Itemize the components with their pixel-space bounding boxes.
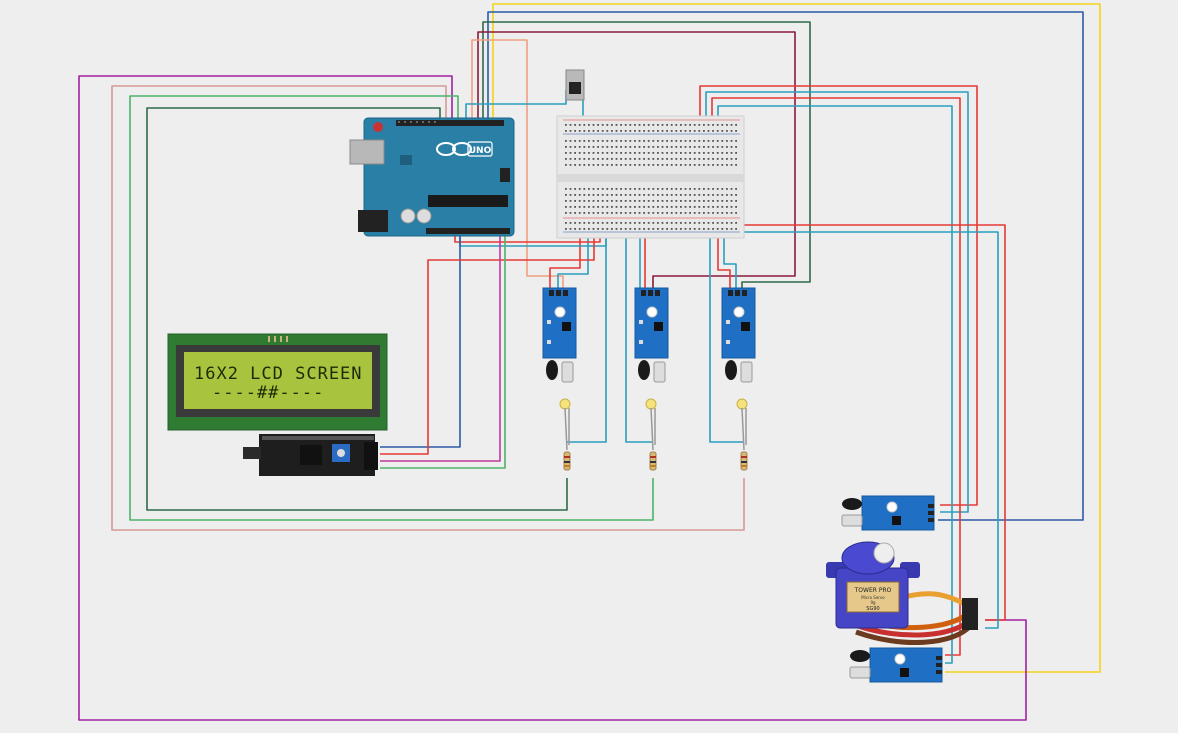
wire-red-s3[interactable] — [717, 225, 731, 292]
wire-teal-led1[interactable] — [567, 225, 607, 443]
reset-button[interactable] — [373, 122, 383, 132]
wire-red-bb-top[interactable] — [699, 85, 978, 506]
push-button[interactable] — [565, 69, 585, 101]
servo-brand: TOWER PRO — [854, 587, 892, 594]
wires — [78, 3, 1101, 721]
arduino-brand-label: UNO — [469, 146, 492, 156]
leds — [559, 398, 748, 471]
wire-yellow-top[interactable] — [492, 3, 1101, 673]
wire-darkgreen-top[interactable] — [482, 21, 811, 292]
wire-salmon-top[interactable] — [471, 39, 564, 292]
servo-weight: 9g — [870, 600, 876, 605]
servo-model: SG90 — [866, 606, 879, 612]
wire-purple-left[interactable] — [78, 75, 1027, 721]
servo-type: Micro Servo — [861, 595, 885, 600]
lcd-line-1: 16X2 LCD SCREEN — [194, 364, 363, 384]
ir-sensors-vertical — [542, 287, 756, 383]
arduino-logo: UNO — [436, 141, 493, 157]
led-2[interactable] — [645, 398, 657, 451]
wire-teal-s3[interactable] — [723, 225, 737, 292]
ir-sensor-1[interactable] — [542, 287, 577, 383]
breadboard[interactable] — [556, 115, 745, 239]
wire-blue-lcd[interactable] — [380, 232, 461, 448]
wire-purple-lcd[interactable] — [380, 232, 501, 462]
wire-teal-bb-top2[interactable] — [717, 105, 953, 664]
resistor-3[interactable] — [740, 451, 748, 471]
wire-darkgreen-left[interactable] — [146, 107, 568, 511]
wire-red-servo[interactable] — [730, 224, 1006, 621]
resistor-1[interactable] — [563, 451, 571, 471]
ir-sensor-3[interactable] — [721, 287, 756, 383]
led-3[interactable] — [736, 398, 748, 451]
wire-teal-s1[interactable] — [557, 225, 589, 292]
lcd-screen — [184, 352, 372, 409]
ir-sensor-side-1[interactable] — [841, 495, 935, 531]
ir-sensors-horizontal — [841, 495, 943, 683]
lcd-i2c-module[interactable] — [243, 434, 378, 476]
arduino-uno[interactable]: UNO — [349, 117, 515, 237]
breadboard-holes — [565, 124, 737, 230]
resistor-2[interactable] — [649, 451, 657, 471]
wire-teal-led2[interactable] — [625, 225, 653, 443]
led-1[interactable] — [559, 398, 571, 451]
wire-teal-servo[interactable] — [736, 231, 999, 629]
atmega-chip — [428, 195, 508, 207]
lcd-16x2[interactable]: 16X2 LCD SCREEN ----##---- — [167, 333, 388, 431]
ir-sensor-side-2[interactable] — [849, 647, 943, 683]
lcd-line-2: ----##---- — [212, 383, 324, 403]
wire-teal-button[interactable] — [465, 90, 567, 122]
wire-red-bb-top2[interactable] — [711, 97, 961, 656]
wire-darkred-top[interactable] — [477, 31, 796, 292]
wire-pink-left[interactable] — [111, 85, 745, 531]
wire-blue-top[interactable] — [487, 11, 1084, 521]
servo-sg90[interactable]: TOWER PRO Micro Servo 9g SG90 — [826, 541, 978, 645]
wire-teal-led3[interactable] — [709, 225, 744, 443]
wire-red-lcd[interactable] — [380, 225, 595, 455]
ir-sensor-2[interactable] — [634, 287, 669, 383]
wire-green-left[interactable] — [129, 95, 654, 521]
wire-teal-bb-top[interactable] — [705, 91, 969, 513]
wire-green-lcd[interactable] — [380, 232, 506, 469]
